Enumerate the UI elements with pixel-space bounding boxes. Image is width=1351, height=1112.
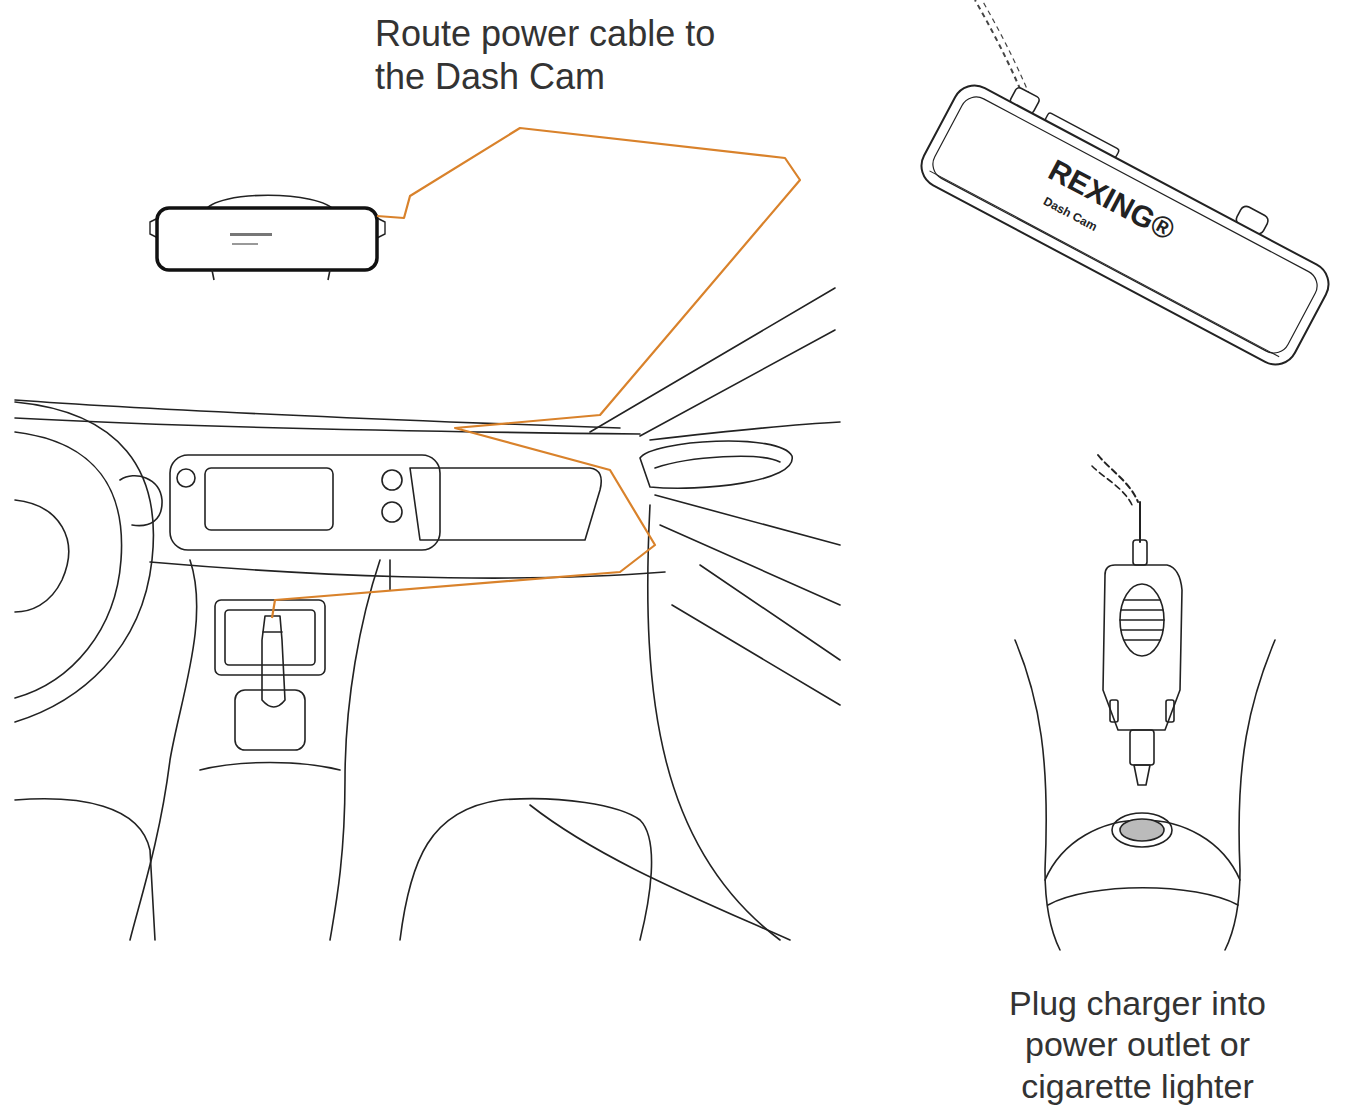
power-cable-route bbox=[272, 128, 800, 618]
charger-and-socket bbox=[1015, 455, 1275, 950]
plug-caption: Plug charger into power outlet or cigare… bbox=[990, 983, 1285, 1107]
large-mirror-cam bbox=[914, 0, 1345, 372]
car-interior bbox=[15, 288, 840, 940]
small-mirror-cam bbox=[150, 195, 385, 280]
route-caption: Route power cable to the Dash Cam bbox=[375, 12, 745, 98]
